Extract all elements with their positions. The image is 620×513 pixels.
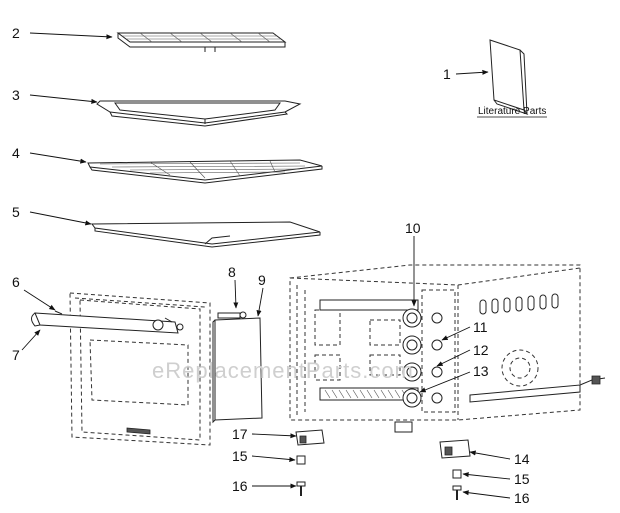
part-2-wire-rack	[116, 32, 287, 52]
callout-9: 9	[258, 272, 266, 288]
callout-13: 13	[473, 363, 489, 379]
callout-10: 10	[405, 220, 421, 236]
callout-5: 5	[12, 204, 20, 220]
callout-7: 7	[12, 347, 20, 363]
callout-3: 3	[12, 87, 20, 103]
part-8-screw	[217, 311, 247, 319]
part-5-crumb-tray	[91, 221, 321, 248]
part-4-broil-rack	[87, 159, 323, 184]
foot-left	[295, 429, 325, 496]
door-assembly	[31, 292, 211, 446]
callout-2: 2	[12, 25, 20, 41]
callout-1: 1	[443, 66, 451, 82]
callout-12: 12	[473, 342, 489, 358]
part-1-literature	[477, 39, 547, 118]
oven-body	[289, 264, 606, 433]
foot-right	[439, 439, 471, 500]
callout-4: 4	[12, 145, 20, 161]
callout-8: 8	[228, 264, 236, 280]
callout-11: 11	[473, 319, 488, 335]
part-3-bake-pan	[96, 100, 302, 127]
literature-parts-label: Literature Parts	[478, 106, 546, 117]
callout-6: 6	[12, 274, 20, 290]
callout-14: 14	[514, 451, 530, 467]
callout-15-left: 15	[232, 448, 248, 464]
part-9-glass-panel	[212, 317, 263, 424]
watermark: eReplacementParts.com	[152, 358, 414, 383]
leader-lines	[21, 32, 511, 499]
callout-17: 17	[232, 426, 248, 442]
callout-15-right: 15	[514, 471, 530, 487]
callout-numbers: 2 3 4 5 1 6 7 8 9 10 11 12 13 17 15 16 1…	[12, 25, 546, 506]
callout-16-left: 16	[232, 478, 248, 494]
callout-16-right: 16	[514, 490, 530, 506]
